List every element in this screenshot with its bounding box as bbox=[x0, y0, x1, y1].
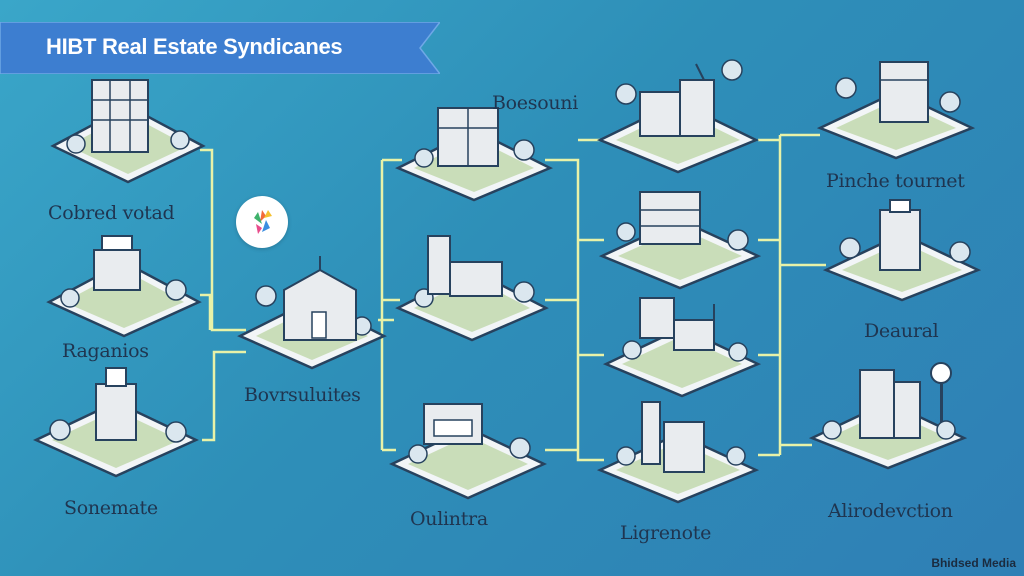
link-sonemate bbox=[202, 350, 246, 442]
link-bus-column3 bbox=[545, 158, 604, 462]
node-col3-mid1[interactable] bbox=[598, 184, 762, 294]
link-raganios bbox=[200, 293, 212, 330]
node-oulintra[interactable] bbox=[388, 398, 548, 508]
node-alirodevction[interactable] bbox=[808, 364, 968, 474]
label-sonemate: Sonemate bbox=[64, 497, 158, 519]
node-col3-mid2[interactable] bbox=[602, 290, 764, 400]
label-raganios: Raganios bbox=[62, 340, 149, 362]
link-cobred-votad bbox=[200, 148, 246, 332]
corner-building-icon bbox=[879, 61, 929, 123]
node-pinche-tournet[interactable] bbox=[816, 52, 976, 162]
node-sonemate[interactable] bbox=[33, 364, 199, 478]
small-house-icon bbox=[93, 249, 141, 291]
node-ligrenote[interactable] bbox=[596, 398, 760, 508]
pin-stem bbox=[940, 384, 943, 428]
logo-badge-icon bbox=[236, 196, 288, 248]
apartment-block-icon bbox=[91, 79, 149, 153]
factory-building-icon bbox=[427, 235, 451, 295]
location-pin-icon bbox=[930, 362, 952, 384]
watermark: Bhidsed Media bbox=[931, 556, 1016, 570]
mixed-building-icon bbox=[639, 91, 681, 137]
label-alirodevction: Alirodevction bbox=[828, 500, 953, 522]
label-boesouni: Boesouni bbox=[492, 92, 578, 114]
label-deaural: Deaural bbox=[864, 320, 939, 342]
label-bovrsuluites: Bovrsuluites bbox=[244, 384, 361, 406]
node-raganios[interactable] bbox=[44, 228, 204, 338]
link-col3-mid2 bbox=[545, 298, 604, 357]
gabled-house-icon bbox=[283, 268, 357, 341]
node-bovrsuluites[interactable] bbox=[232, 256, 392, 370]
twin-tower-icon bbox=[859, 369, 895, 439]
page-title: HIBT Real Estate Syndicanes bbox=[46, 34, 343, 59]
industrial-plant-icon bbox=[639, 297, 675, 339]
label-ligrenote: Ligrenote bbox=[620, 522, 712, 544]
tower-complex-icon bbox=[641, 401, 661, 465]
label-cobred-votad: Cobred votad bbox=[48, 202, 175, 224]
label-oulintra: Oulintra bbox=[410, 508, 488, 530]
tower-building-icon bbox=[95, 383, 137, 441]
node-deaural[interactable] bbox=[822, 198, 982, 308]
office-block-icon bbox=[639, 191, 701, 245]
label-pinche-tournet: Pinche tournet bbox=[826, 170, 965, 192]
title-banner: HIBT Real Estate Syndicanes bbox=[0, 22, 440, 74]
node-factory[interactable] bbox=[392, 232, 552, 342]
node-col3-top[interactable] bbox=[596, 59, 760, 174]
node-cobred-votad[interactable] bbox=[48, 70, 208, 184]
tall-tower-icon bbox=[879, 209, 921, 271]
node-boesouni[interactable] bbox=[395, 92, 556, 202]
